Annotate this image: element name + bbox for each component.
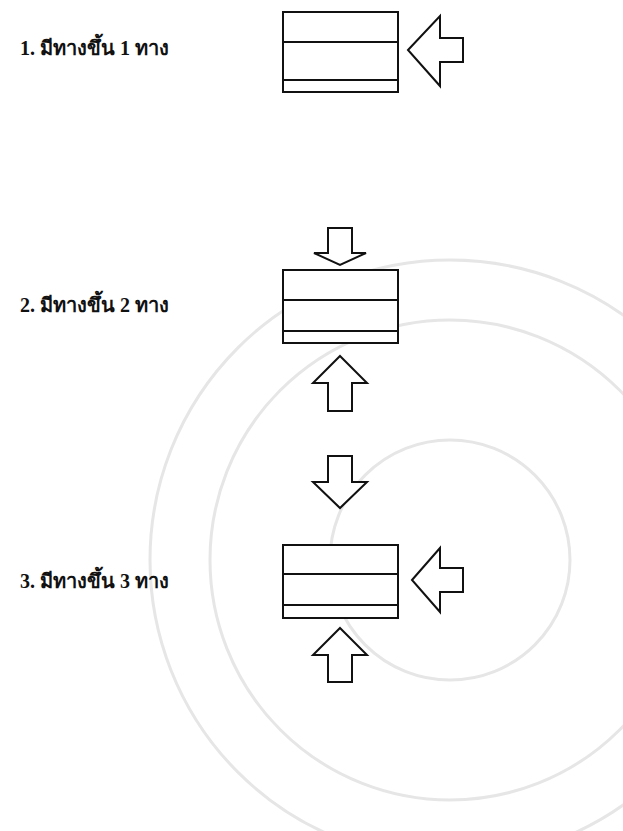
arrow-left xyxy=(408,16,463,86)
arrow-left xyxy=(412,548,463,612)
arrow-up xyxy=(313,628,367,682)
arrow-down xyxy=(314,228,366,265)
arrow-up xyxy=(313,356,367,411)
stair-box xyxy=(283,12,398,92)
stair-box xyxy=(283,270,398,343)
watermark-seal xyxy=(150,260,623,831)
option-label: 2. มีทางขึ้น 2 ทาง xyxy=(20,293,169,317)
stair-box xyxy=(283,545,398,618)
arrow-down xyxy=(313,456,367,508)
option-label: 3. มีทางขึ้น 3 ทาง xyxy=(20,569,169,593)
option-label: 1. มีทางขึ้น 1 ทาง xyxy=(20,36,169,60)
